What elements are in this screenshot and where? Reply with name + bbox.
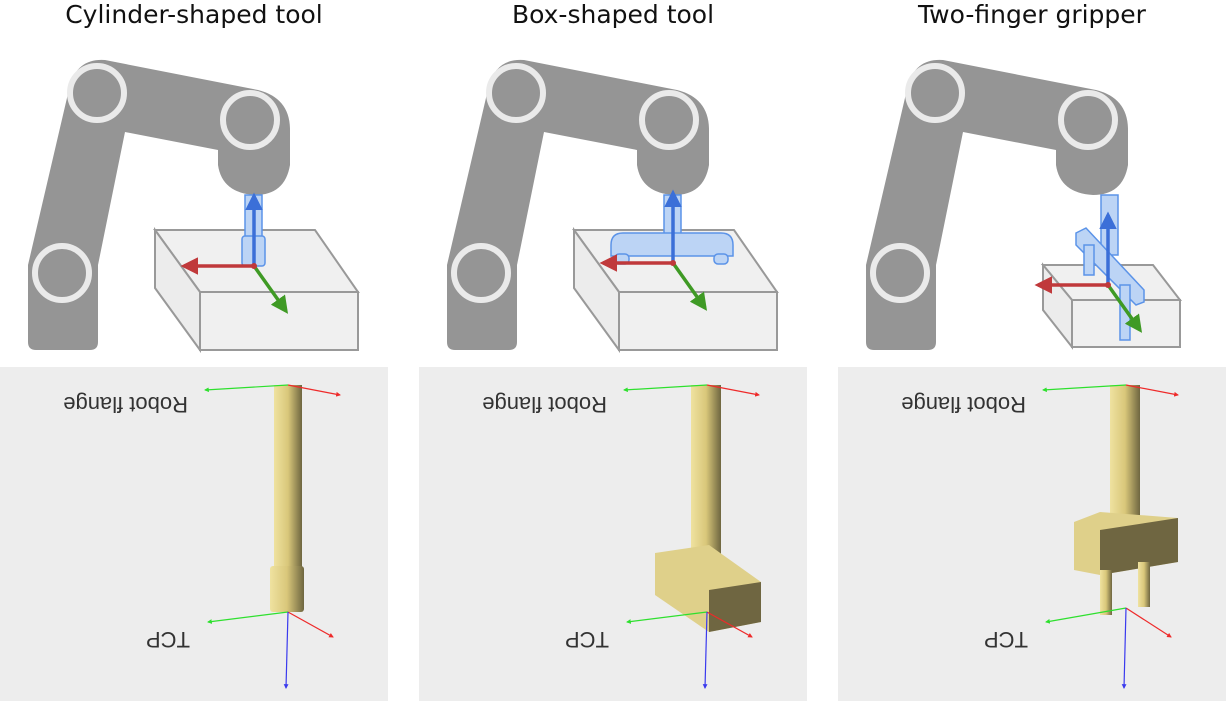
tcp-y-axis (626, 611, 708, 624)
robot-arm (447, 59, 709, 351)
tcp-origin (251, 263, 257, 269)
tcp-x-axis (287, 611, 334, 638)
panel-title-box: Box-shaped tool (511, 0, 715, 29)
rendered-shaft (1110, 385, 1140, 525)
tcp-label: TCP (565, 627, 609, 652)
flange-x-axis (287, 384, 341, 397)
rendered-shaft (274, 385, 302, 570)
tcp-z-axis (1121, 607, 1127, 689)
workpiece-box (153, 226, 360, 354)
joint-1 (1058, 90, 1118, 150)
tcp-label: TCP (146, 627, 190, 652)
rendered-tool (270, 385, 304, 612)
flange-frame (1042, 384, 1179, 397)
joint-2 (32, 243, 92, 303)
tcp-frame-render (626, 611, 753, 689)
y-axis-arrow (671, 261, 708, 311)
joint-0 (67, 63, 127, 123)
tcp-frame-render (207, 611, 334, 689)
tcp-origin (670, 260, 676, 266)
rendered-finger-left (1100, 570, 1112, 615)
tcp-origin (1105, 282, 1111, 288)
flange-y-axis (204, 384, 289, 393)
rendered-tool (655, 385, 761, 632)
rendered-box-side (709, 582, 761, 632)
tcp-x-axis (706, 611, 753, 638)
rendered-tool (1074, 385, 1178, 615)
rendered-shaft (691, 385, 721, 570)
tcp-x-axis (1125, 607, 1172, 638)
robot-arm (866, 59, 1128, 351)
flange-x-axis (1125, 384, 1179, 397)
y-axis-arrow (252, 264, 289, 314)
rendered-tip (270, 566, 304, 612)
flange-x-axis (706, 384, 760, 397)
tcp-frame (1034, 211, 1143, 333)
gripper-finger-right (1119, 284, 1131, 341)
joint-0 (486, 63, 546, 123)
flange-label: Robot flange (901, 392, 1026, 417)
rendered-block-side (1100, 518, 1178, 575)
tcp-z-axis (702, 611, 708, 689)
render-background (0, 367, 388, 701)
flange-y-axis (623, 384, 708, 393)
flange-label: Robot flange (482, 392, 607, 417)
render-background (419, 367, 807, 701)
robot-arm (28, 59, 290, 351)
panel-title-cylinder: Cylinder-shaped tool (65, 0, 323, 29)
joint-2 (870, 243, 930, 303)
joint-0 (905, 63, 965, 123)
flange-frame (623, 384, 760, 397)
panel-title-gripper: Two-finger gripper (918, 0, 1146, 29)
flange-frame (204, 384, 341, 397)
joint-1 (220, 90, 280, 150)
tcp-frame (599, 189, 708, 311)
joint-2 (451, 243, 511, 303)
tcp-frame-render (1045, 607, 1172, 689)
tcp-z-axis (283, 611, 289, 689)
tcp-label: TCP (984, 627, 1028, 652)
tool-foot-right (713, 253, 729, 265)
flange-y-axis (1042, 384, 1127, 393)
tcp-frame (180, 192, 289, 314)
joint-1 (639, 90, 699, 150)
y-axis-arrow (1106, 283, 1143, 333)
tcp-y-axis (1045, 607, 1127, 624)
tcp-y-axis (207, 611, 289, 624)
gripper-finger-left (1083, 244, 1095, 276)
rendered-finger-right (1138, 562, 1150, 607)
flange-label: Robot flange (63, 392, 188, 417)
